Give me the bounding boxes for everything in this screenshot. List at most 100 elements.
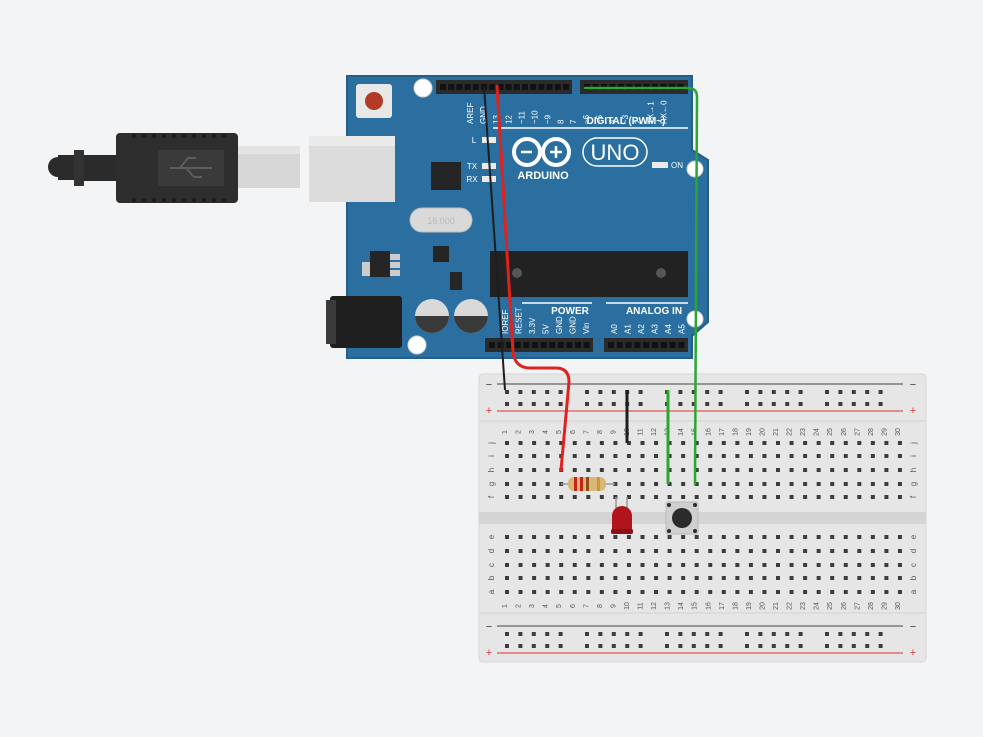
breadboard-hole[interactable] <box>599 590 604 594</box>
breadboard-hole[interactable] <box>816 535 821 539</box>
breadboard-hole[interactable] <box>843 441 848 445</box>
breadboard-hole[interactable] <box>748 563 753 567</box>
rail-hole[interactable] <box>785 402 790 406</box>
breadboard-hole[interactable] <box>654 576 659 580</box>
breadboard-hole[interactable] <box>830 441 835 445</box>
breadboard-hole[interactable] <box>532 549 537 553</box>
rail-hole[interactable] <box>745 644 749 648</box>
breadboard-hole[interactable] <box>640 495 645 499</box>
header-pin[interactable] <box>616 342 623 348</box>
rail-hole[interactable] <box>545 632 550 636</box>
breadboard-hole[interactable] <box>762 549 767 553</box>
breadboard-hole[interactable] <box>599 535 604 539</box>
rail-hole[interactable] <box>625 632 630 636</box>
breadboard-hole[interactable] <box>545 441 550 445</box>
rail-hole[interactable] <box>705 390 710 394</box>
breadboard-hole[interactable] <box>626 590 631 594</box>
rail-hole[interactable] <box>878 390 883 394</box>
breadboard-hole[interactable] <box>870 535 875 539</box>
rail-hole[interactable] <box>851 644 856 648</box>
breadboard-hole[interactable] <box>572 468 577 472</box>
rail-hole[interactable] <box>758 632 763 636</box>
breadboard-hole[interactable] <box>843 576 848 580</box>
breadboard-hole[interactable] <box>816 563 821 567</box>
rail-hole[interactable] <box>705 402 710 406</box>
breadboard-hole[interactable] <box>735 482 740 486</box>
rail-hole[interactable] <box>718 402 723 406</box>
breadboard-hole[interactable] <box>599 495 604 499</box>
rail-hole[interactable] <box>758 644 763 648</box>
rail-hole[interactable] <box>611 644 616 648</box>
rail-hole[interactable] <box>771 402 776 406</box>
breadboard-hole[interactable] <box>721 576 726 580</box>
breadboard-hole[interactable] <box>884 535 889 539</box>
rail-hole[interactable] <box>518 402 523 406</box>
breadboard-hole[interactable] <box>843 454 848 458</box>
breadboard-hole[interactable] <box>654 590 659 594</box>
breadboard-hole[interactable] <box>748 590 753 594</box>
rail-hole[interactable] <box>798 390 803 394</box>
breadboard-hole[interactable] <box>559 495 564 499</box>
breadboard-hole[interactable] <box>667 441 672 445</box>
breadboard-hole[interactable] <box>505 454 509 458</box>
rail-hole[interactable] <box>851 390 856 394</box>
breadboard-hole[interactable] <box>789 563 794 567</box>
breadboard-hole[interactable] <box>599 576 604 580</box>
breadboard-hole[interactable] <box>830 549 835 553</box>
breadboard-hole[interactable] <box>897 441 902 445</box>
rail-hole[interactable] <box>558 632 563 636</box>
breadboard-hole[interactable] <box>694 563 699 567</box>
breadboard-hole[interactable] <box>830 590 835 594</box>
breadboard-hole[interactable] <box>654 563 659 567</box>
rail-hole[interactable] <box>518 632 523 636</box>
header-pin[interactable] <box>506 342 513 348</box>
breadboard-hole[interactable] <box>599 454 604 458</box>
breadboard-hole[interactable] <box>559 590 564 594</box>
breadboard-hole[interactable] <box>762 590 767 594</box>
breadboard-hole[interactable] <box>897 454 902 458</box>
rail-hole[interactable] <box>758 390 763 394</box>
header-pin[interactable] <box>608 342 614 348</box>
rail-hole[interactable] <box>531 390 536 394</box>
breadboard-hole[interactable] <box>640 468 645 472</box>
breadboard-hole[interactable] <box>654 535 659 539</box>
rail-hole[interactable] <box>678 390 683 394</box>
breadboard-hole[interactable] <box>545 482 550 486</box>
breadboard-hole[interactable] <box>803 468 808 472</box>
header-pin[interactable] <box>634 342 641 348</box>
rail-hole[interactable] <box>585 402 589 406</box>
breadboard-hole[interactable] <box>735 576 740 580</box>
breadboard-hole[interactable] <box>789 590 794 594</box>
breadboard-hole[interactable] <box>626 495 631 499</box>
breadboard-hole[interactable] <box>518 590 523 594</box>
rail-hole[interactable] <box>878 402 883 406</box>
breadboard-hole[interactable] <box>518 563 523 567</box>
rail-hole[interactable] <box>865 402 870 406</box>
breadboard-hole[interactable] <box>613 535 618 539</box>
rail-hole[interactable] <box>625 644 630 648</box>
rail-hole[interactable] <box>691 402 696 406</box>
rail-hole[interactable] <box>718 390 723 394</box>
breadboard-hole[interactable] <box>532 454 537 458</box>
breadboard-hole[interactable] <box>897 468 902 472</box>
breadboard-hole[interactable] <box>857 468 862 472</box>
rail-hole[interactable] <box>745 390 749 394</box>
header-pin[interactable] <box>575 342 581 348</box>
breadboard-hole[interactable] <box>545 576 550 580</box>
breadboard-hole[interactable] <box>586 563 591 567</box>
breadboard-hole[interactable] <box>803 454 808 458</box>
header-pin[interactable] <box>678 342 685 348</box>
led-red[interactable] <box>611 497 633 534</box>
breadboard-hole[interactable] <box>884 454 889 458</box>
header-pin[interactable] <box>538 84 545 90</box>
breadboard-hole[interactable] <box>505 535 509 539</box>
rail-hole[interactable] <box>598 632 603 636</box>
breadboard-hole[interactable] <box>830 495 835 499</box>
rail-hole[interactable] <box>558 390 563 394</box>
breadboard-hole[interactable] <box>762 563 767 567</box>
breadboard-hole[interactable] <box>708 482 713 486</box>
breadboard-hole[interactable] <box>586 576 591 580</box>
breadboard-hole[interactable] <box>843 563 848 567</box>
header-pin[interactable] <box>513 84 520 90</box>
breadboard-hole[interactable] <box>532 576 537 580</box>
